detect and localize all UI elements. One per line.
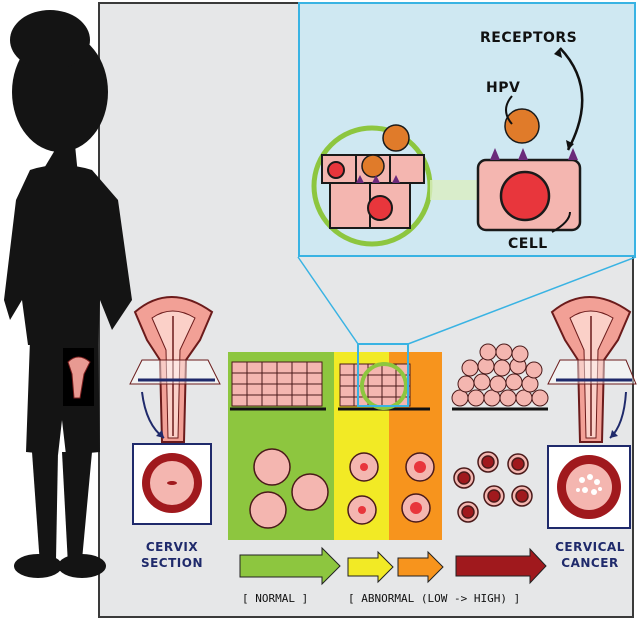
cervical-cancer-label-line2: CANCER [561, 556, 619, 570]
cancer-cells [453, 451, 533, 523]
cervix-section-label-line2: SECTION [140, 556, 204, 570]
normal-epithelium [231, 361, 323, 407]
left-uterus-illustration [129, 296, 221, 443]
cancer-epithelium [451, 343, 549, 407]
child-cervix-icon [63, 348, 94, 406]
cancer-section-diagram [547, 445, 631, 529]
normal-stage-label: [ NORMAL ] [242, 592, 309, 605]
receptors-label: RECEPTORS [480, 30, 578, 46]
cell-label: CELL [508, 236, 548, 252]
cervical-cancer-label-line1: CERVICAL [555, 540, 625, 554]
abnormal-stage-label: [ ABNORMAL (LOW -> HIGH) ] [348, 592, 521, 605]
infection-highlight-circle [360, 362, 408, 410]
progression-arrows [239, 546, 547, 586]
hpv-label: HPV [486, 80, 521, 96]
high-abnormal-cells [401, 452, 435, 523]
cervix-section-diagram [132, 443, 212, 525]
cervix-section-label-line1: CERVIX [145, 540, 199, 554]
low-abnormal-cells [347, 452, 379, 525]
normal-large-cells [249, 448, 329, 529]
child-silhouette [4, 10, 132, 578]
magnified-tissue-circle [311, 124, 480, 247]
zoom-projection-lines [297, 256, 637, 345]
zoom-source-box [357, 343, 409, 407]
right-uterus-illustration [547, 296, 637, 443]
single-cell-closeup [476, 47, 584, 233]
